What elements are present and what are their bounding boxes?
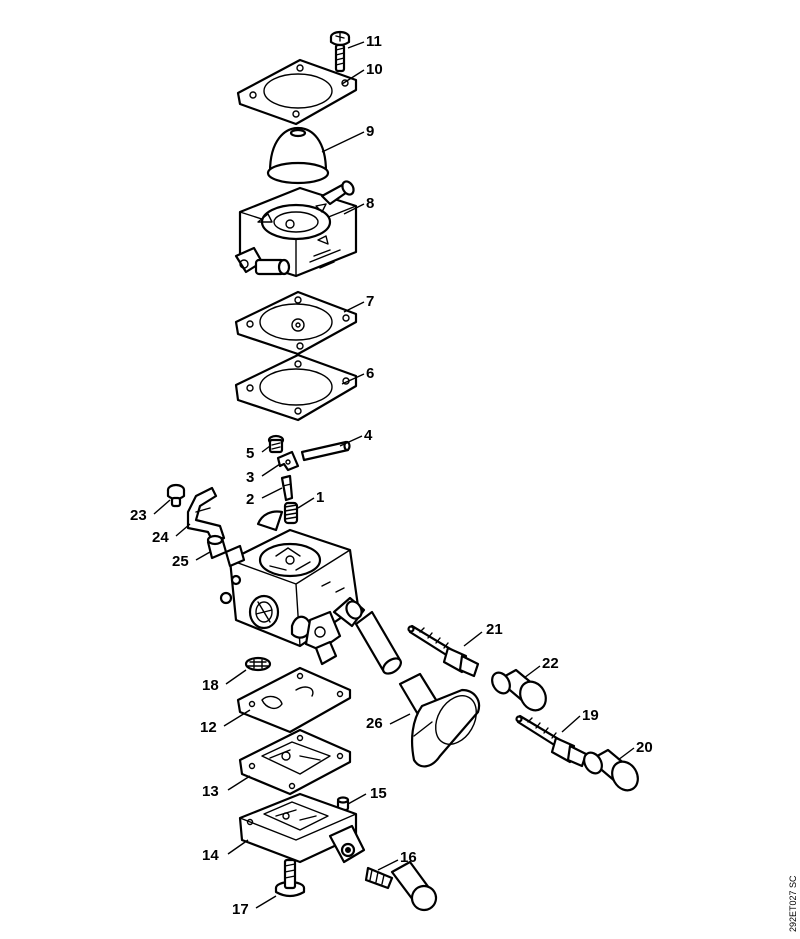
callout-3: 3 [246, 469, 254, 486]
part-10-gasket [236, 58, 358, 126]
part-26-intake-flange [398, 672, 481, 768]
callout-21: 21 [486, 621, 503, 638]
callout-16: 16 [400, 849, 417, 866]
part-18-strainer [244, 656, 272, 672]
callout-24: 24 [152, 529, 169, 546]
part-14-metering-cover [238, 792, 366, 864]
part-12-gasket [236, 666, 352, 734]
callout-2: 2 [246, 491, 254, 508]
callout-22: 22 [542, 655, 559, 672]
callout-14: 14 [202, 847, 219, 864]
callout-5: 5 [246, 445, 254, 462]
carburetor-body [219, 510, 402, 675]
part-9-primer-bulb [266, 126, 330, 185]
leader-lines [153, 41, 635, 909]
part-16-screw-cap [364, 860, 438, 912]
part-6-gasket [234, 353, 358, 422]
part-13-diaphragm [238, 728, 352, 796]
callout-labels: 11 10 9 8 7 6 4 5 3 2 1 23 24 25 21 22 2… [130, 33, 653, 918]
callout-26: 26 [366, 715, 383, 732]
part-22-limiter-cap [491, 668, 547, 712]
callout-15: 15 [370, 785, 387, 802]
part-7-diaphragm [234, 290, 358, 356]
part-8-pump-cover [234, 180, 358, 278]
drawing-code: 292ET027 SC [788, 875, 798, 932]
callout-13: 13 [202, 783, 219, 800]
callout-7: 7 [366, 293, 374, 310]
callout-25: 25 [172, 553, 189, 570]
callout-1: 1 [316, 489, 324, 506]
part-17-screw [274, 858, 306, 898]
part-3-control-lever [276, 450, 300, 472]
part-20-limiter-cap [583, 748, 639, 792]
callout-4: 4 [364, 427, 373, 444]
part-23-screw [166, 483, 186, 508]
part-2-inlet-needle [280, 474, 294, 502]
callout-12: 12 [200, 719, 217, 736]
part-19-adjust-screw [515, 714, 588, 768]
callout-11: 11 [366, 33, 382, 50]
callout-18: 18 [202, 677, 219, 694]
part-21-adjust-screw [407, 624, 480, 678]
callout-6: 6 [366, 365, 374, 382]
callout-8: 8 [366, 195, 374, 212]
callout-19: 19 [582, 707, 599, 724]
callout-23: 23 [130, 507, 147, 524]
part-25-sleeve [206, 534, 228, 560]
callout-9: 9 [366, 123, 374, 140]
part-1-spring [283, 501, 299, 525]
callout-10: 10 [366, 61, 383, 78]
part-5-screw [267, 434, 285, 454]
callout-17: 17 [232, 901, 249, 918]
callout-20: 20 [636, 739, 653, 756]
part-11-screw [329, 30, 351, 73]
